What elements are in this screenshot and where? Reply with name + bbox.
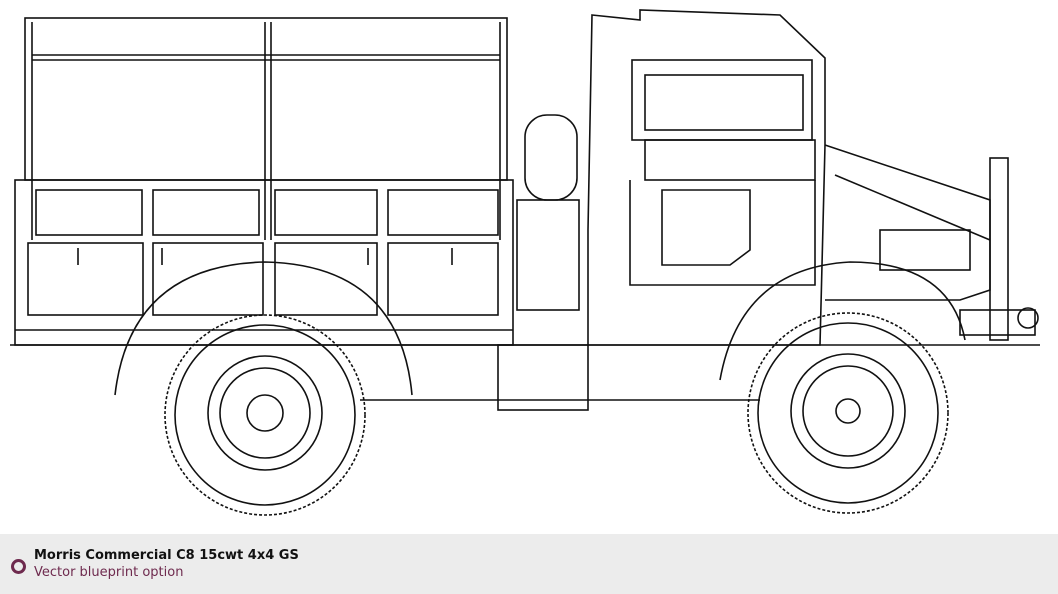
cargo-body bbox=[14, 179, 514, 346]
hood bbox=[824, 144, 1009, 341]
chassis bbox=[10, 307, 1040, 411]
fenders bbox=[114, 261, 966, 396]
canopy-frame bbox=[24, 17, 508, 240]
caption-bar: Morris Commercial C8 15cwt 4x4 GS Vector… bbox=[0, 534, 1058, 594]
ring-bullet-icon bbox=[11, 559, 26, 574]
caption-title: Morris Commercial C8 15cwt 4x4 GS bbox=[34, 548, 299, 563]
cab bbox=[587, 9, 826, 346]
front-wheel bbox=[747, 312, 949, 514]
caption-subtitle: Vector blueprint option bbox=[34, 565, 184, 580]
spare-tire bbox=[516, 114, 580, 311]
truck-blueprint-drawing bbox=[10, 9, 1040, 516]
rear-wheel bbox=[164, 314, 366, 516]
